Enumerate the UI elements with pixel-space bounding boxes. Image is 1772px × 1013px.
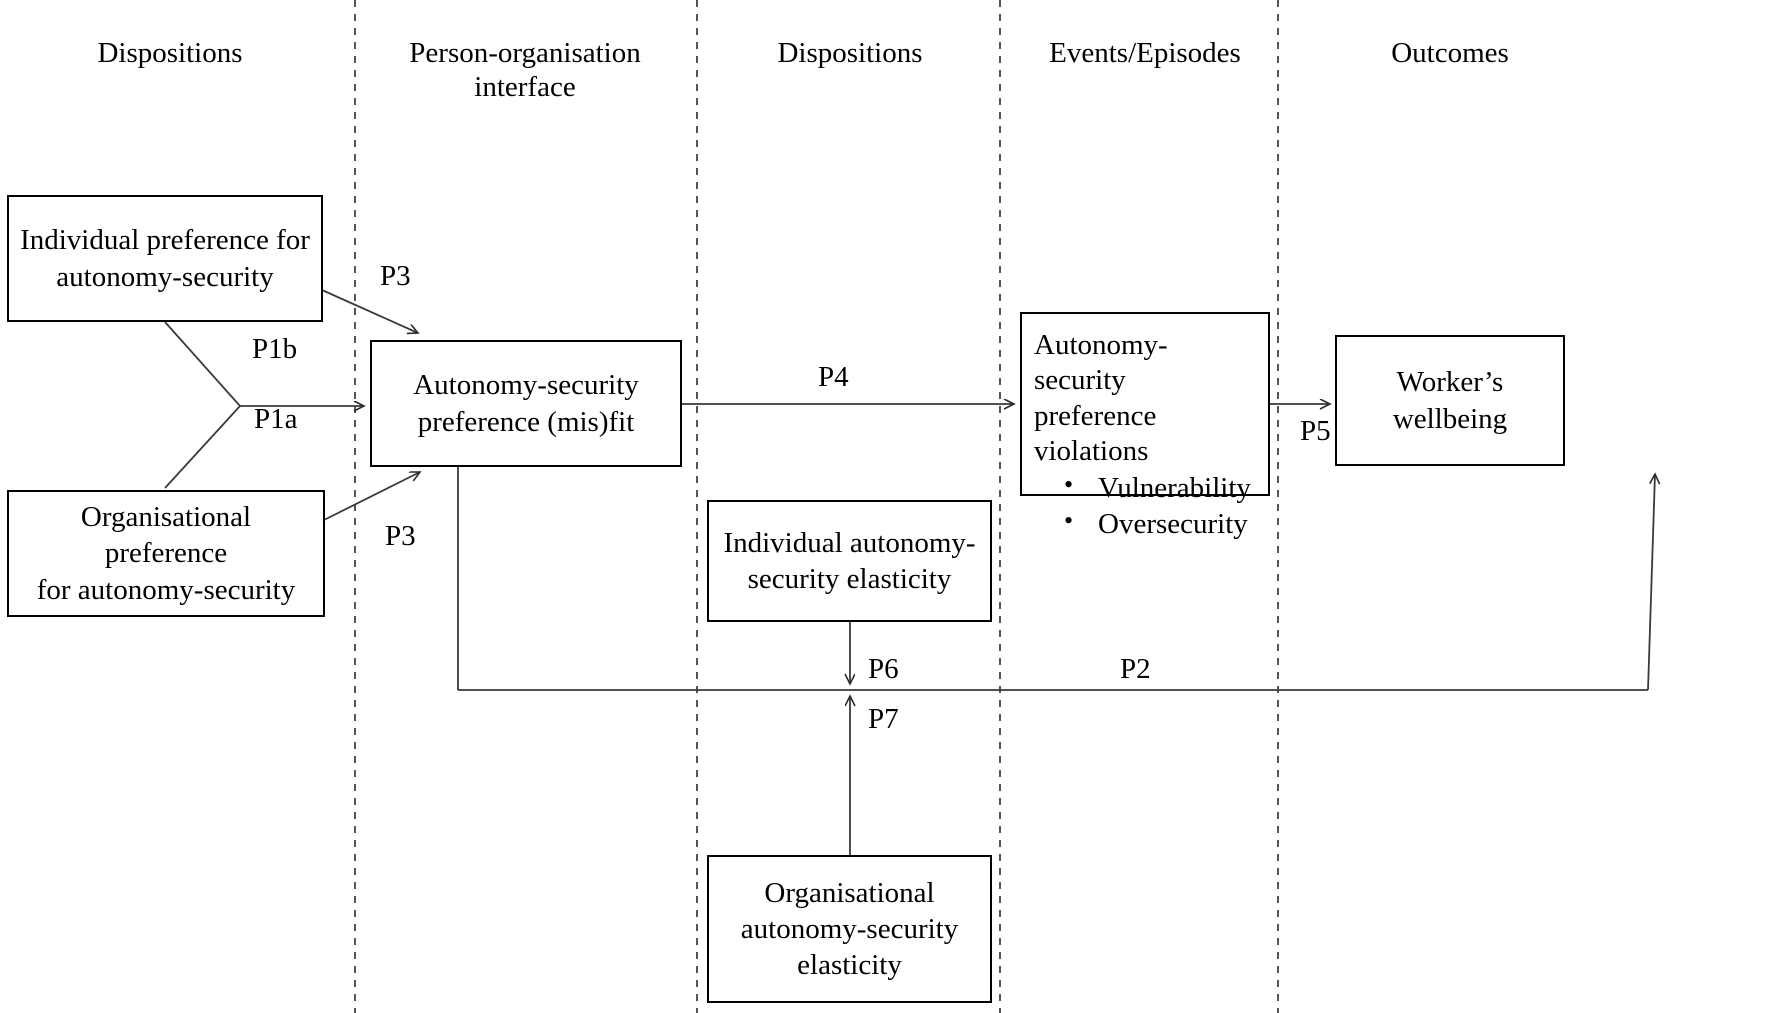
edge-p3-individual-to-misfit	[321, 289, 418, 333]
node-autonomy-security-misfit-label: Autonomy-security preference (mis)fit	[413, 369, 639, 438]
column-header-outcomes: Outcomes	[1391, 37, 1509, 69]
edge-label-p1a: P1a	[254, 403, 298, 435]
edge-label-p4: P4	[818, 361, 849, 393]
node-organisational-elasticity-label: Organisational autonomy-security elastic…	[740, 876, 959, 982]
node-organisational-preference[interactable]: Organisational preference for autonomy-s…	[7, 490, 325, 617]
node-individual-preference-label: Individual preference for autonomy-secur…	[20, 224, 310, 293]
edge-label-p3-bottom: P3	[385, 520, 416, 552]
bullet-vulnerability: Vulnerability	[1064, 468, 1258, 506]
column-header-dispositions-left: Dispositions	[97, 37, 243, 69]
node-autonomy-security-misfit[interactable]: Autonomy-security preference (mis)fit	[370, 340, 682, 467]
node-individual-elasticity[interactable]: Individual autonomy- security elasticity	[707, 500, 992, 622]
bullet-oversecurity: Oversecurity	[1064, 505, 1258, 542]
edge-p3-organisational-to-misfit	[323, 471, 420, 521]
edge-label-p5: P5	[1300, 415, 1331, 447]
node-organisational-preference-label: Organisational preference for autonomy-s…	[36, 501, 296, 606]
node-individual-preference[interactable]: Individual preference for autonomy-secur…	[7, 195, 323, 322]
edge-p2-rise-to-wellbeing	[1647, 474, 1655, 691]
edge-label-p6: P6	[868, 653, 899, 685]
node-organisational-elasticity[interactable]: Organisational autonomy-security elastic…	[707, 855, 992, 1003]
node-workers-wellbeing[interactable]: Worker’s wellbeing	[1335, 335, 1565, 466]
node-preference-violations-bullets: Vulnerability Oversecurity	[1034, 468, 1258, 543]
column-header-person-organisation-interface: Person-organisation interface	[409, 37, 641, 104]
edge-p1a-organisational-to-junction	[164, 405, 241, 489]
column-header-dispositions-right: Dispositions	[777, 37, 923, 69]
node-preference-violations-title: Autonomy-security preference violations	[1034, 329, 1168, 468]
edge-label-p7: P7	[868, 703, 899, 735]
edge-label-p2: P2	[1120, 653, 1151, 685]
edge-label-p1b: P1b	[252, 333, 298, 365]
edge-label-p3-top: P3	[380, 260, 411, 292]
edge-p1b-individual-to-junction	[164, 321, 241, 407]
node-individual-elasticity-label: Individual autonomy- security elasticity	[723, 526, 976, 595]
node-workers-wellbeing-label: Worker’s wellbeing	[1392, 366, 1508, 435]
node-preference-violations[interactable]: Autonomy-security preference violations …	[1020, 312, 1270, 540]
column-header-events-episodes: Events/Episodes	[1049, 37, 1241, 69]
